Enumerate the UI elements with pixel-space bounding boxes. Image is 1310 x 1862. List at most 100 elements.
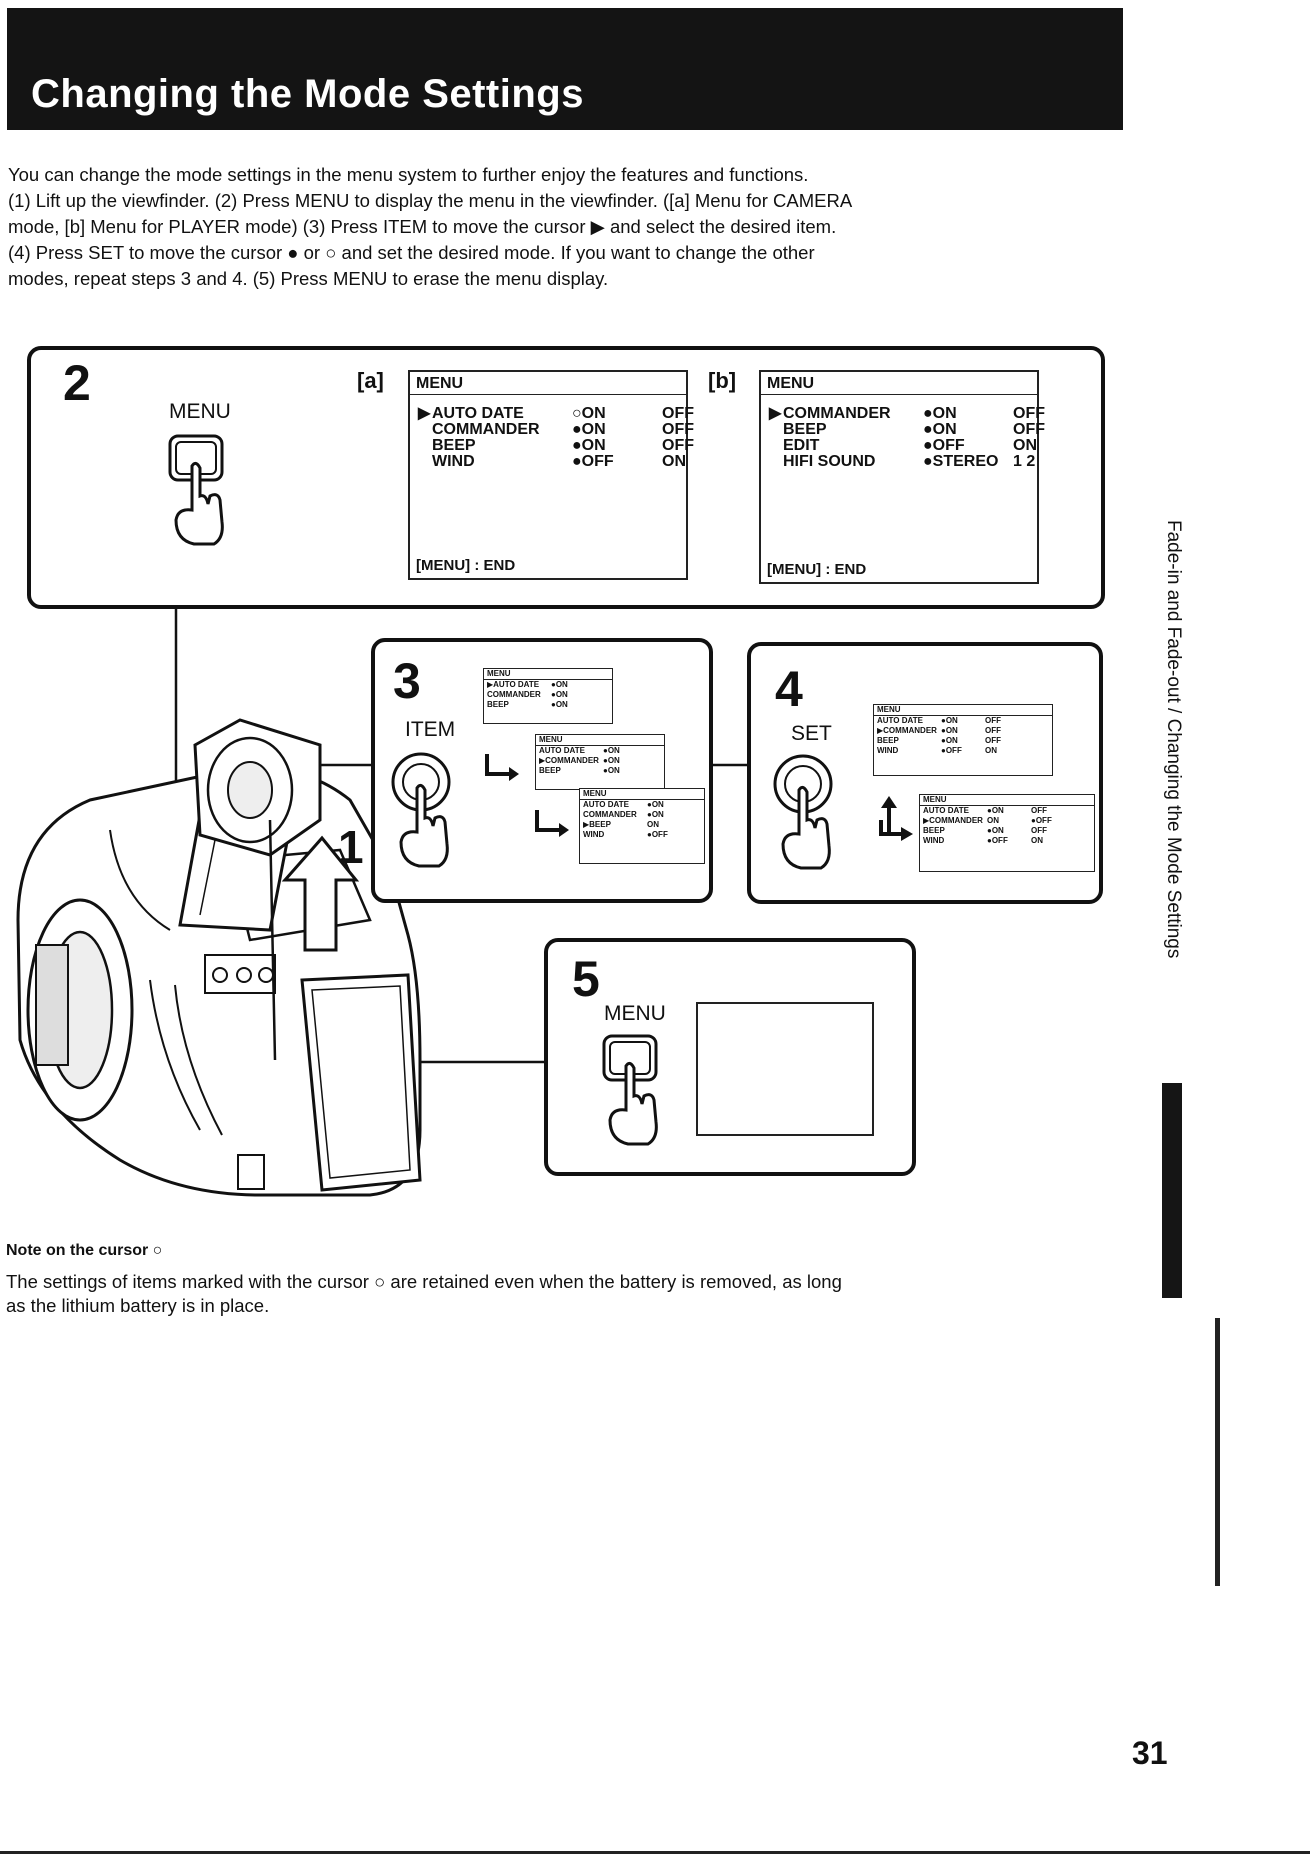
intro-line: mode, [b] Menu for PLAYER mode) (3) Pres…	[8, 216, 837, 237]
step-3-panel: 3 ITEM MENU ▶AUTO DATE ●ON COMMANDER ●ON B…	[371, 638, 713, 903]
mini-row-value: ●ON	[647, 800, 664, 809]
mini-row-name: COMMANDER	[487, 690, 541, 699]
mini-row-name: WIND	[583, 830, 605, 839]
title-bar: Changing the Mode Settings	[7, 8, 1123, 130]
menu-b-row: HIFI SOUND ●STEREO 1 2	[769, 454, 1035, 470]
step-1-number: 1	[338, 821, 364, 873]
menu-b-tag: [b]	[708, 368, 737, 393]
mini-row-value: ●ON	[551, 690, 568, 699]
row-name: COMMANDER	[783, 405, 891, 422]
menu-b-title: MENU	[767, 375, 815, 392]
item-button-label: ITEM	[405, 718, 456, 741]
note-title: Note on the cursor ○	[6, 1242, 163, 1259]
mini-row-name: ▶AUTO DATE	[487, 680, 540, 689]
blank-viewfinder-screen	[696, 1002, 874, 1136]
menu-b-footer: [MENU] : END	[767, 561, 867, 578]
intro-line: (1) Lift up the viewfinder. (2) Press ME…	[8, 190, 853, 211]
item-step-screen-2: MENU AUTO DATE●ON ▶COMMANDER●ON BEEP●ON	[535, 734, 665, 790]
mini-row-name: COMMANDER	[583, 810, 637, 819]
row-name: AUTO DATE	[432, 405, 524, 422]
row-name: BEEP	[783, 421, 827, 438]
step-5-number: 5	[572, 951, 600, 1007]
row-name: WIND	[432, 453, 475, 470]
mini-row-alt: OFF	[1031, 806, 1047, 815]
mini-row-name: AUTO DATE	[877, 716, 923, 725]
hand-press-item-button-icon[interactable]	[385, 748, 455, 878]
row-value: ●STEREO	[923, 453, 999, 470]
mini-row-name: BEEP	[923, 826, 945, 835]
mini-row-value: ●ON	[551, 680, 568, 689]
side-running-title: Fade-in and Fade-out / Changing the Mode…	[1160, 520, 1190, 1060]
hand-press-menu-button-icon[interactable]	[162, 430, 232, 550]
row-value: ●ON	[572, 437, 606, 454]
row-alt-value: 1 2	[1013, 453, 1036, 470]
mini-title: MENU	[920, 795, 1094, 806]
menu-b-title-rule	[761, 394, 1037, 395]
intro-line: You can change the mode settings in the …	[8, 164, 809, 185]
hand-press-menu-button-icon[interactable]	[596, 1030, 666, 1152]
row-value: ●OFF	[923, 437, 965, 454]
mini-row-value: ●OFF	[941, 746, 962, 755]
intro-paragraph: You can change the mode settings in the …	[8, 162, 1108, 292]
bottom-rule	[0, 1851, 1310, 1854]
mini-row-value: ●ON	[603, 766, 620, 775]
mini-row-name: AUTO DATE	[539, 746, 585, 755]
intro-line: modes, repeat steps 3 and 4. (5) Press M…	[8, 268, 609, 289]
step-3-number: 3	[393, 653, 421, 709]
row-alt-value: OFF	[662, 421, 694, 438]
mini-row-alt: OFF	[985, 736, 1001, 745]
menu-a-title: MENU	[416, 375, 464, 392]
toggle-arrow-icon	[879, 796, 913, 841]
set-step-screen-1: MENU AUTO DATE ●ON OFF ▶COMMANDER ●ON OFF BE…	[873, 704, 1053, 776]
hand-press-set-button-icon[interactable]	[767, 750, 837, 880]
menu-button-label: MENU	[604, 1002, 666, 1025]
mini-row-name: WIND	[877, 746, 899, 755]
mini-row-alt: OFF	[985, 726, 1001, 735]
next-item-arrow-icon	[535, 810, 569, 837]
mini-row-value: ON	[647, 820, 659, 829]
mini-row-value: ON	[987, 816, 999, 825]
mini-row-name: ▶COMMANDER	[923, 816, 983, 825]
mini-row-alt: ON	[1031, 836, 1043, 845]
row-value: ○ON	[572, 405, 606, 422]
mini-title: MENU	[874, 705, 1052, 716]
mini-title: MENU	[580, 789, 704, 800]
mini-row-name: BEEP	[487, 700, 509, 709]
step-2-number: 2	[63, 355, 91, 411]
section-tab	[1162, 1083, 1182, 1298]
mini-title: MENU	[536, 735, 664, 746]
mini-row-name: BEEP	[877, 736, 899, 745]
step-5-panel: 5 MENU	[544, 938, 916, 1176]
mini-row-value: ●OFF	[647, 830, 668, 839]
row-name: BEEP	[432, 437, 476, 454]
page-number: 31	[1132, 1735, 1168, 1771]
mini-row-name: ▶COMMANDER	[539, 756, 599, 765]
set-button-label: SET	[791, 722, 832, 745]
page-edge-mark	[1215, 1318, 1220, 1586]
row-name: HIFI SOUND	[783, 453, 876, 470]
mini-row-alt: OFF	[1031, 826, 1047, 835]
mini-row-alt: ON	[985, 746, 997, 755]
row-value: ●ON	[923, 405, 957, 422]
page-title: Changing the Mode Settings	[31, 72, 584, 116]
mini-row-value: ●ON	[941, 726, 958, 735]
mini-row-name: WIND	[923, 836, 945, 845]
mini-row-name: ▶COMMANDER	[877, 726, 937, 735]
mini-row-name: AUTO DATE	[583, 800, 629, 809]
menu-a-tag: [a]	[357, 368, 384, 393]
mini-row-value: ●ON	[941, 736, 958, 745]
row-alt-value: OFF	[1013, 421, 1045, 438]
row-alt-value: OFF	[662, 405, 694, 422]
item-step-screen-1: MENU ▶AUTO DATE●ON COMMANDER●ON BEEP●ON	[483, 668, 613, 724]
mini-row-value: ●ON	[987, 826, 1004, 835]
